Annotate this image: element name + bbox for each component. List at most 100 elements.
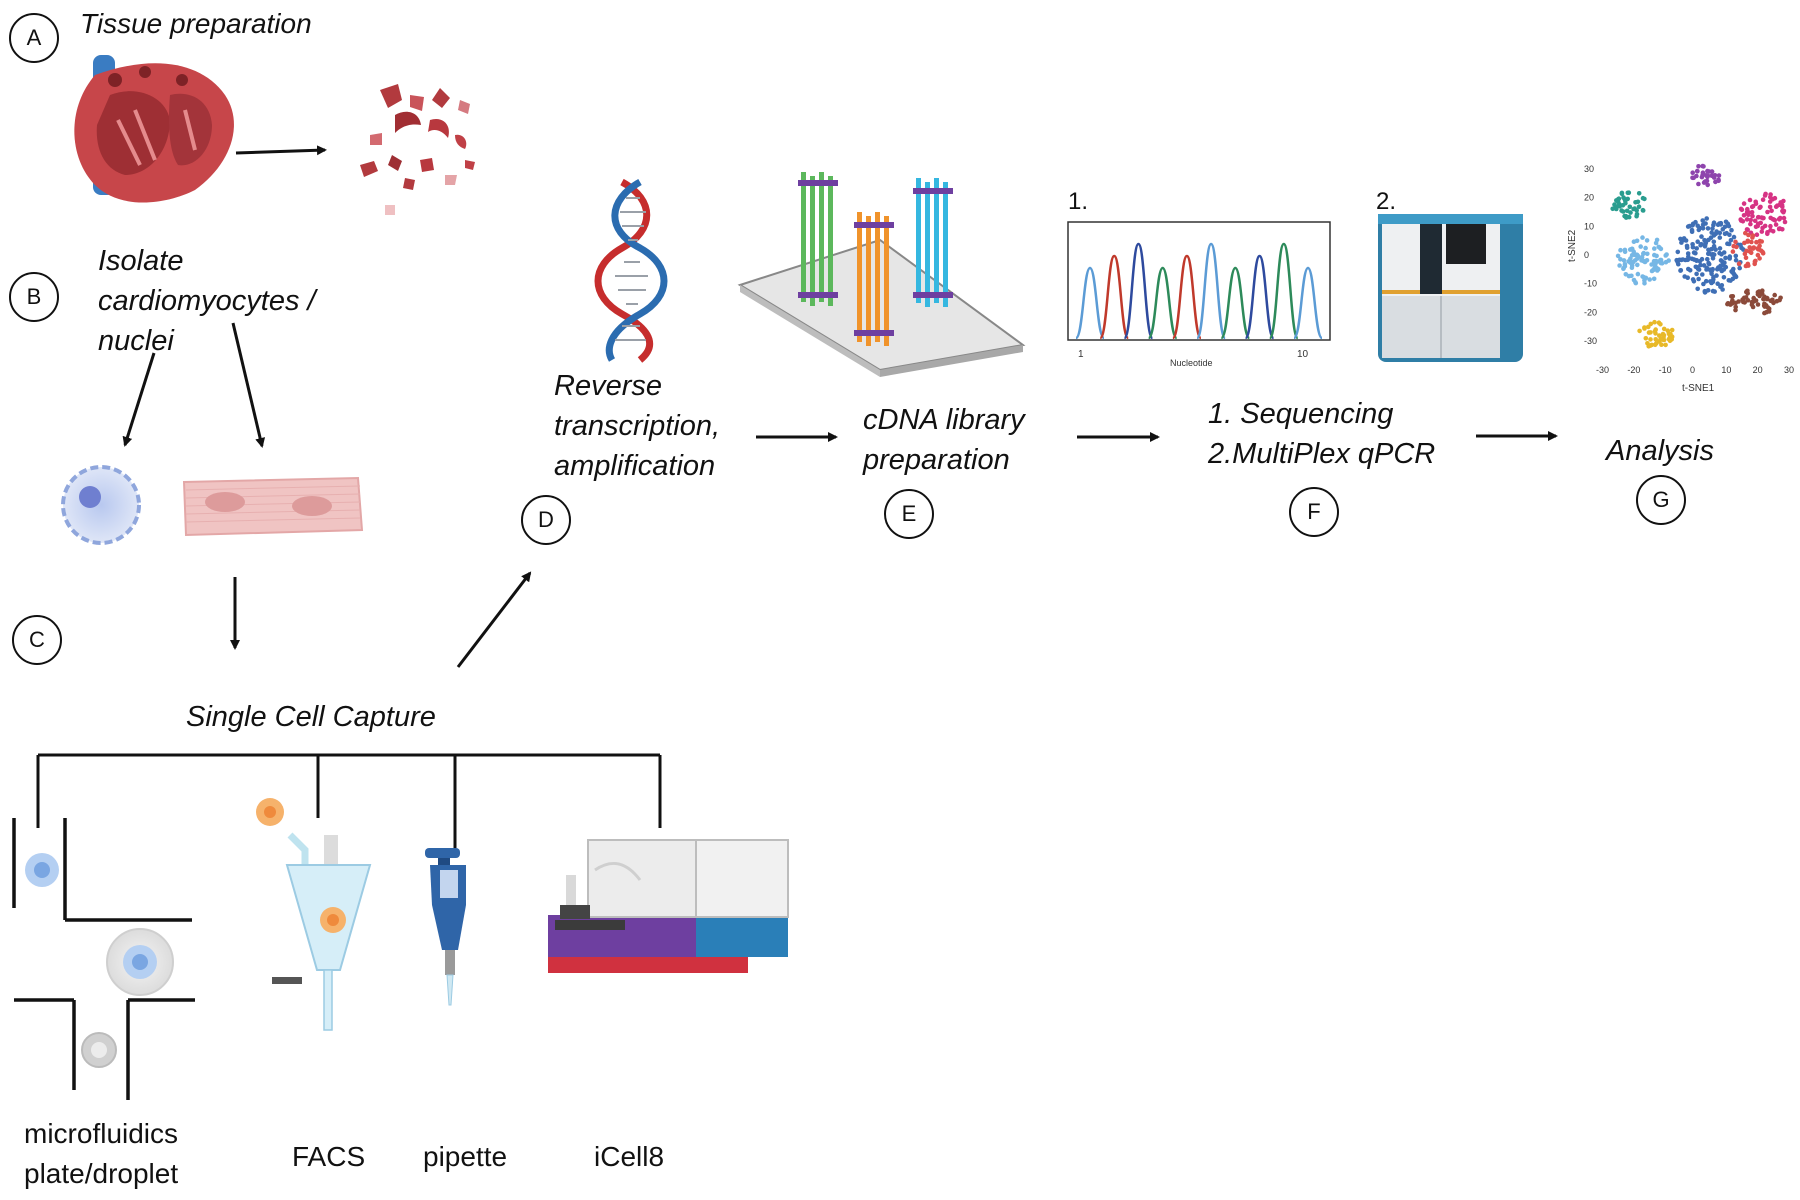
tsne-point [1750, 213, 1755, 219]
tsne-point [1691, 175, 1696, 181]
tsne-point [1693, 250, 1698, 256]
tsne-y-tick: -20 [1584, 307, 1597, 317]
tsne-point [1770, 229, 1776, 234]
tsne-point [1650, 267, 1656, 273]
tsne-point [1640, 195, 1646, 201]
tsne-point [1744, 217, 1750, 222]
tsne-point [1733, 239, 1738, 245]
tsne-point [1659, 261, 1665, 266]
tsne-point [1705, 168, 1710, 174]
tsne-point [1770, 297, 1775, 303]
tsne-point [1640, 208, 1646, 213]
step-b-line-2: cardiomyocytes / [98, 285, 316, 317]
tsne-point [1720, 227, 1726, 232]
trace-peak [1220, 266, 1251, 340]
tsne-point [1696, 181, 1701, 187]
tsne-point [1700, 170, 1706, 175]
tsne-point [1696, 227, 1702, 233]
tsne-point [1737, 265, 1742, 271]
tsne-point [1772, 292, 1777, 298]
tsne-point [1690, 242, 1695, 247]
tsne-point [1629, 246, 1635, 252]
tsne-point [1718, 267, 1724, 273]
tsne-point [1701, 281, 1706, 287]
tsne-point [1742, 300, 1747, 305]
tsne-point [1754, 232, 1760, 237]
tsne-point [1705, 226, 1711, 231]
microfluidics-illustration [12, 818, 195, 1100]
tsne-point [1703, 173, 1709, 178]
tsne-point [1755, 302, 1761, 307]
tsne-point [1653, 240, 1659, 246]
step-marker-a: A [9, 13, 59, 63]
tsne-point [1749, 210, 1755, 215]
tsne-point [1654, 253, 1659, 259]
trace-xlabel: Nucleotide [1170, 358, 1213, 368]
tsne-point [1718, 258, 1724, 263]
tsne-point [1728, 237, 1734, 243]
tsne-point [1781, 198, 1786, 204]
tsne-point [1648, 337, 1653, 342]
trace-peak [1098, 254, 1130, 340]
tsne-point [1776, 226, 1782, 231]
tsne-point [1666, 258, 1671, 263]
tsne-point [1652, 246, 1657, 251]
tsne-y-tick: -30 [1584, 336, 1597, 346]
icell8-illustration [548, 839, 789, 973]
tsne-point [1748, 221, 1753, 227]
tsne-point [1727, 254, 1733, 259]
tsne-point [1760, 249, 1765, 255]
method-icell8-label: iCell8 [594, 1141, 665, 1172]
tsne-point [1770, 196, 1775, 202]
tsne-point [1695, 223, 1700, 229]
tsne-point [1782, 219, 1788, 225]
tsne-point [1640, 274, 1645, 279]
tsne-point [1743, 295, 1749, 300]
tsne-point [1706, 251, 1711, 257]
tsne-point [1686, 254, 1691, 259]
tsne-point [1700, 218, 1705, 223]
tsne-point [1621, 258, 1627, 263]
tsne-point [1642, 326, 1647, 331]
tsne-point [1615, 253, 1621, 259]
tsne-point [1733, 307, 1738, 313]
tsne-point [1741, 201, 1747, 206]
tsne-point [1690, 277, 1696, 282]
tsne-point [1748, 217, 1753, 223]
tsne-point [1715, 281, 1720, 287]
tsne-point [1752, 259, 1758, 264]
trace-tick-10: 10 [1297, 349, 1309, 360]
tsne-point [1701, 164, 1706, 169]
tsne-point [1763, 191, 1768, 197]
tsne-point [1651, 258, 1657, 264]
tsne-point [1765, 230, 1770, 235]
green-probe-cluster [798, 172, 838, 306]
tsne-point [1685, 251, 1691, 256]
tsne-point [1709, 230, 1714, 235]
tsne-point [1677, 257, 1682, 263]
tsne-point [1628, 256, 1633, 261]
tsne-point [1643, 245, 1648, 251]
tsne-point [1645, 251, 1650, 257]
tsne-point [1704, 267, 1709, 272]
tsne-point [1696, 164, 1701, 169]
tsne-point [1719, 283, 1725, 288]
tsne-point [1764, 295, 1770, 301]
tsne-point [1647, 277, 1652, 282]
tsne-point [1766, 306, 1772, 312]
sequencing-panel-number: 1. [1068, 188, 1089, 215]
tsne-point [1710, 279, 1716, 285]
tsne-point [1687, 223, 1692, 229]
tsne-point [1755, 292, 1761, 297]
tsne-point [1744, 248, 1749, 254]
step-letter-a: A [26, 25, 42, 50]
tsne-point [1617, 263, 1622, 268]
tsne-point [1700, 222, 1706, 228]
tsne-point [1622, 249, 1628, 255]
step-a-label: Tissue preparation [80, 8, 312, 39]
tsne-point [1758, 220, 1763, 226]
tsne-point [1678, 236, 1683, 242]
tsne-point [1725, 241, 1730, 246]
tsne-point [1695, 286, 1700, 292]
